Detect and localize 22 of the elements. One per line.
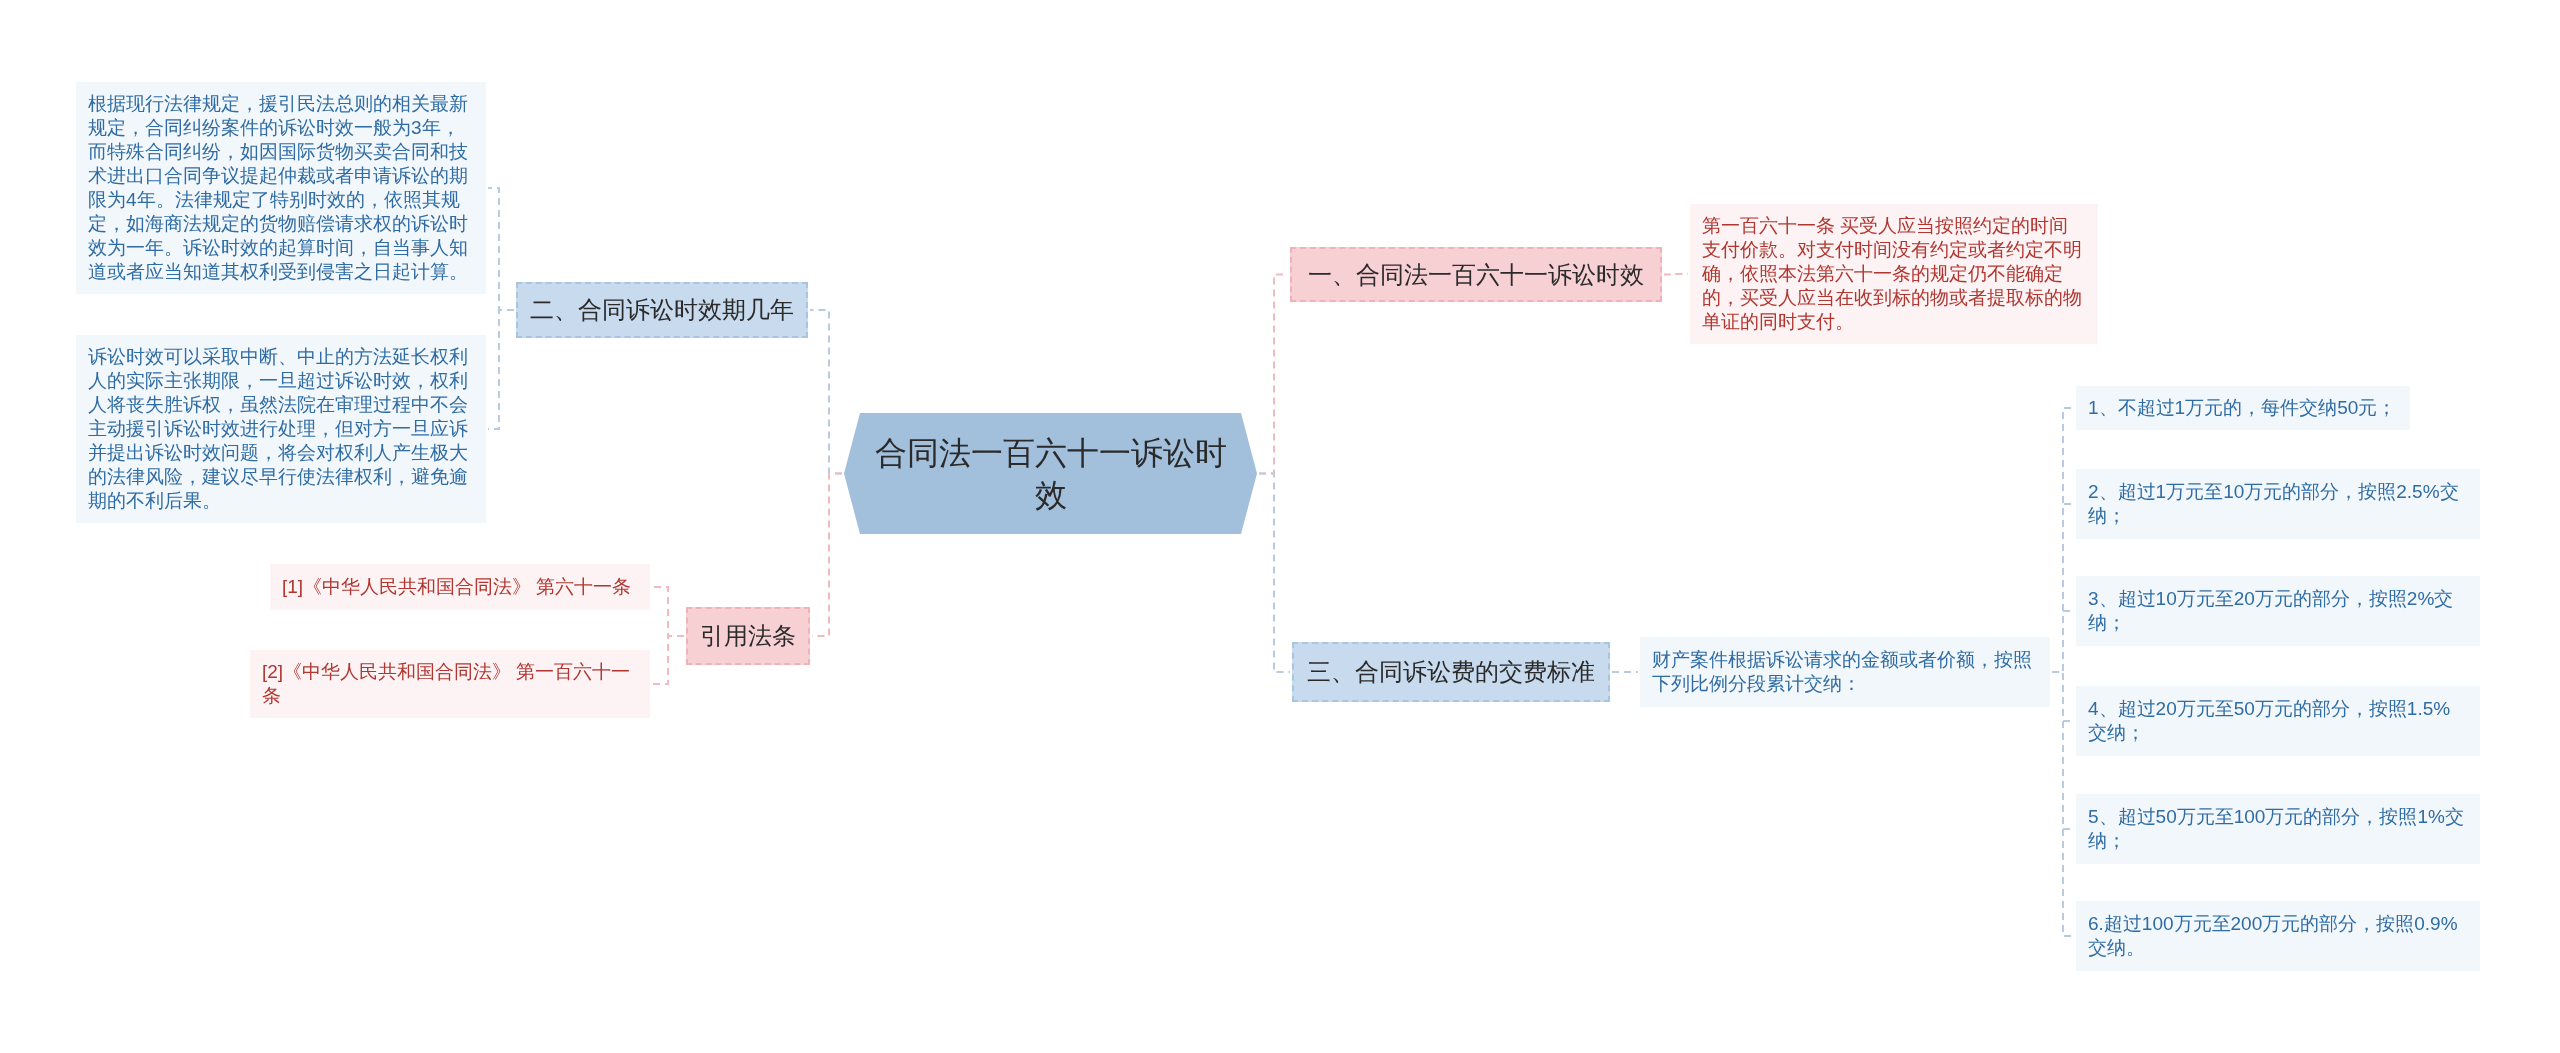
note-box: 3、超过10万元至20万元的部分，按照2%交纳；	[2076, 576, 2480, 646]
note-box: 6.超过100万元至200万元的部分，按照0.9%交纳。	[2076, 901, 2480, 971]
connector-line	[1611, 671, 1639, 673]
connector-line	[1258, 472, 1291, 673]
topic-box: 二、合同诉讼时效期几年	[516, 282, 808, 338]
central-topic: 合同法一百六十一诉讼时效	[844, 413, 1257, 534]
connector-line	[651, 635, 685, 685]
note-box: 根据现行法律规定，援引民法总则的相关最新规定，合同纠纷案件的诉讼时效一般为3年，而特殊合同纠纷，如因国际货物买卖合同和技术进出口合同争议提起仲裁或者申请诉讼的期限为4年。法律规定了特别时效的，依照其规定，如海商法规定的货物赔偿请求权的诉讼时效为一年。诉讼时效的起算时间，自当事人知道或者应当知道其权利受到侵害之日起计算。	[76, 82, 486, 294]
note-box: 1、不超过1万元的，每件交纳50元；	[2076, 386, 2410, 430]
note-box: [1]《中华人民共和国合同法》 第六十一条	[270, 564, 650, 610]
note-box: 5、超过50万元至100万元的部分，按照1%交纳；	[2076, 794, 2480, 864]
topic-box: 一、合同法一百六十一诉讼时效	[1290, 247, 1662, 302]
note-box: 4、超过20万元至50万元的部分，按照1.5%交纳；	[2076, 686, 2480, 756]
note-box: 诉讼时效可以采取中断、中止的方法延长权利人的实际主张期限，一旦超过诉讼时效，权利人将丧失胜诉权，虽然法院在审理过程中不会主动援引诉讼时效进行处理，但对方一旦应诉并提出诉讼时效问题，将会对权利人产生极大的法律风险，建议尽早行使法律权利，避免逾期的不利后果。	[76, 335, 486, 523]
connector-line	[487, 309, 515, 430]
topic-box: 三、合同诉讼费的交费标准	[1292, 642, 1610, 702]
note-box: 财产案件根据诉讼请求的金额或者价额，按照下列比例分段累计交纳：	[1640, 637, 2050, 707]
connector-line	[811, 472, 843, 637]
note-box: [2]《中华人民共和国合同法》 第一百六十一条	[250, 650, 650, 718]
note-box: 第一百六十一条 买受人应当按照约定的时间支付价款。对支付时间没有约定或者约定不明确，依照本法第六十一条的规定仍不能确定的，买受人应当在收到标的物或者提取标的物单证的同时支付。	[1690, 204, 2098, 344]
note-box: 2、超过1万元至10万元的部分，按照2.5%交纳；	[2076, 469, 2480, 539]
topic-box: 引用法条	[686, 607, 810, 665]
